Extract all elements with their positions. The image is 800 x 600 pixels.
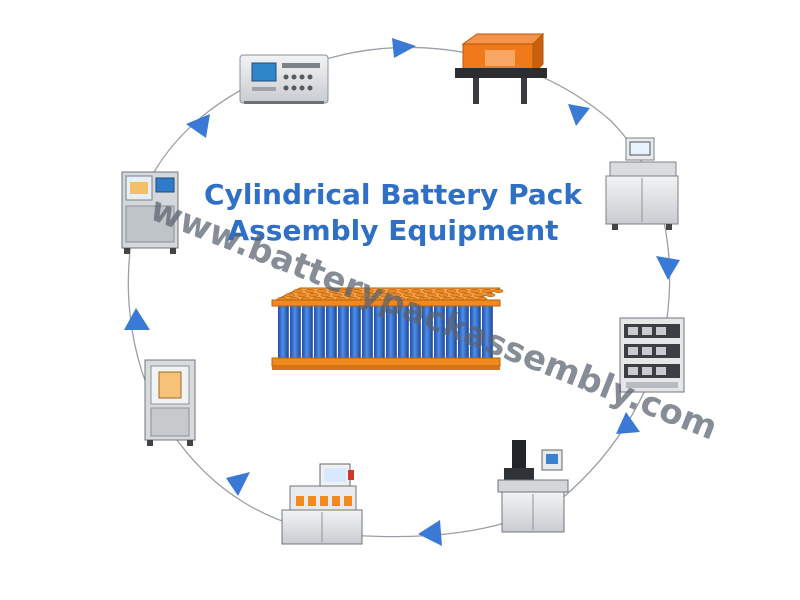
battery-cell — [290, 304, 301, 360]
stacking-machine-icon — [281, 463, 363, 545]
cell-top — [474, 292, 484, 298]
battery-cell — [374, 304, 385, 360]
battery-cell — [326, 304, 337, 360]
battery-cell — [386, 304, 397, 360]
cell-top — [470, 288, 480, 294]
cell-top — [308, 292, 319, 298]
cell-top — [391, 292, 401, 298]
battery-cell — [302, 304, 313, 360]
battery-cell — [398, 304, 409, 360]
cell-top — [352, 288, 362, 294]
battery-cell — [314, 304, 325, 360]
arrow-icon — [568, 104, 590, 126]
cell-top — [379, 292, 390, 298]
aging-cabinet-icon — [619, 317, 685, 393]
battery-cell — [278, 304, 289, 360]
arrow-icon — [616, 412, 640, 434]
cell-top — [415, 292, 425, 298]
battery-cell — [410, 304, 421, 360]
cell-top — [387, 288, 398, 294]
cell-top — [293, 288, 303, 294]
spot-welder-icon — [144, 359, 196, 446]
cell-top — [434, 288, 445, 294]
cell-top — [462, 292, 472, 298]
arrow-icon — [124, 308, 150, 330]
title-line-1: Cylindrical Battery Pack — [204, 178, 583, 211]
cell-top — [423, 288, 433, 294]
arrow-icon — [656, 256, 680, 280]
welding-robot-icon — [497, 440, 569, 533]
battery-cell — [446, 304, 457, 360]
cell-top — [426, 292, 437, 298]
battery-cell — [482, 304, 493, 360]
arrow-icon — [226, 472, 250, 496]
cell-top — [364, 288, 374, 294]
cell-top — [332, 292, 342, 298]
cell-top — [493, 288, 504, 294]
sorting-machine-icon — [605, 137, 679, 230]
cell-top — [356, 292, 366, 298]
cell-top — [297, 292, 307, 298]
cell-top — [403, 292, 413, 298]
arrow-icon — [418, 520, 442, 546]
tester-cabinet-icon — [239, 54, 329, 104]
title-line-2: Assembly Equipment — [227, 214, 558, 247]
arrow-icon — [186, 114, 210, 138]
arrow-icon — [392, 38, 416, 58]
vision-inspection-icon — [121, 171, 179, 254]
cell-top — [482, 288, 492, 294]
cell-top — [458, 288, 468, 294]
cell-top — [411, 288, 421, 294]
cell-top — [399, 288, 409, 294]
cell-top — [344, 292, 354, 298]
cell-top — [438, 292, 449, 298]
battery-cell — [470, 304, 481, 360]
cell-top — [320, 292, 331, 298]
flow-arrows — [124, 38, 680, 546]
battery-pack-icon — [271, 287, 504, 370]
cell-top — [367, 292, 378, 298]
cell-top — [340, 288, 350, 294]
cell-top — [305, 288, 315, 294]
cell-top — [450, 292, 460, 298]
battery-cell — [434, 304, 445, 360]
shrink-wrap-tunnel-icon — [455, 32, 547, 104]
cell-top — [316, 288, 327, 294]
battery-cell — [362, 304, 373, 360]
battery-cell — [422, 304, 433, 360]
battery-cell — [338, 304, 349, 360]
battery-cell — [458, 304, 469, 360]
cell-top — [285, 292, 295, 298]
battery-cell — [350, 304, 361, 360]
cell-top — [485, 292, 496, 298]
cell-top — [446, 288, 457, 294]
cell-top — [375, 288, 386, 294]
cell-top — [328, 288, 339, 294]
